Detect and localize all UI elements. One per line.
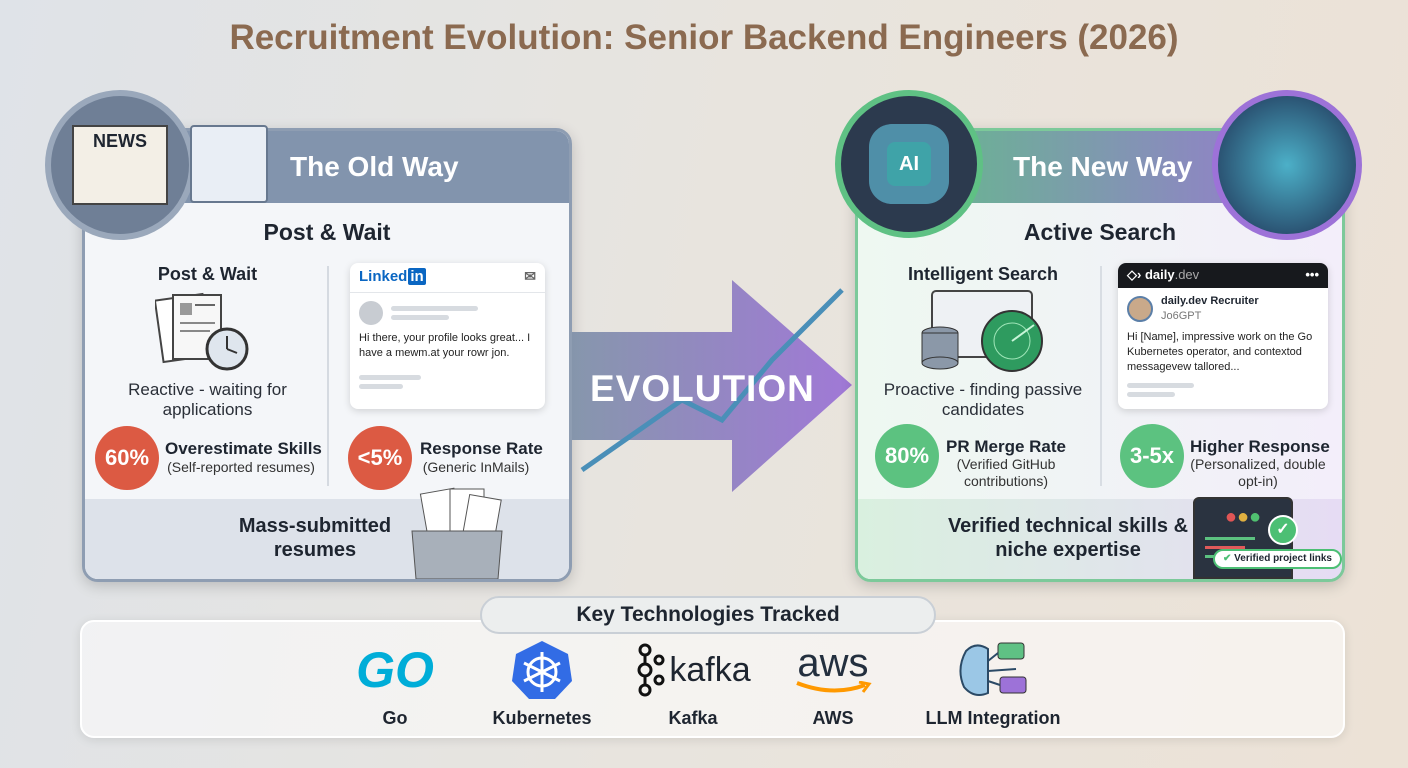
browser-window-icon xyxy=(190,125,268,203)
more-menu-icon[interactable]: ••• xyxy=(1305,267,1319,282)
ai-chip-icon: AI xyxy=(887,142,931,186)
dailydev-message-text: Hi [Name], impressive work on the Go Kub… xyxy=(1127,331,1313,373)
search-radar-icon xyxy=(921,290,1043,372)
old-left-caption: Reactive - waiting for applications xyxy=(128,380,287,419)
newspaper-icon: NEWS xyxy=(72,125,168,205)
ai-brain-icon-circle: AI xyxy=(835,90,983,238)
old-way-subtitle: Post & Wait xyxy=(263,219,391,245)
tech-llm-integration: LLM Integration xyxy=(903,640,1083,729)
dailydev-brand-suffix: .dev xyxy=(1174,267,1200,282)
divider xyxy=(1100,266,1102,486)
new-left-caption: Proactive - finding passive candidates xyxy=(883,380,1083,419)
resume-pile-icon xyxy=(411,487,503,579)
evolution-arrow xyxy=(572,280,852,492)
page-title: Recruitment Evolution: Senior Backend En… xyxy=(229,18,1179,57)
verified-check-icon: ✓ xyxy=(1268,515,1298,545)
recruiter-name: daily.dev Recruiter xyxy=(1161,295,1259,307)
globe-network-icon xyxy=(1212,90,1362,240)
tech-kubernetes: Kubernetes xyxy=(462,640,622,729)
stat-title: Response Rate xyxy=(420,439,543,458)
resume-clock-icon xyxy=(155,292,249,371)
new-left-heading: Intelligent Search xyxy=(907,264,1059,284)
tech-label: Go xyxy=(382,708,408,728)
new-footer-text: Verified technical skills & niche expert… xyxy=(947,515,1189,561)
tech-label: LLM Integration xyxy=(925,708,1061,728)
linkedin-in-logo: in xyxy=(408,268,426,285)
brain-chat-icon xyxy=(903,640,1083,700)
dailydev-logo-icon: ◇› xyxy=(1127,267,1142,282)
mail-icon[interactable]: ✉ xyxy=(524,268,536,284)
news-icon-circle: NEWS xyxy=(45,90,195,240)
recruiter-subtitle: Jo6GPT xyxy=(1161,310,1202,322)
dailydev-brand: daily xyxy=(1144,267,1175,282)
stat-badge: 3-5x xyxy=(1120,424,1184,488)
old-left-heading: Post & Wait xyxy=(157,264,258,284)
tech-go: GO Go xyxy=(315,640,475,729)
stat-badge: <5% xyxy=(348,426,412,490)
stat-title: Overestimate Skills xyxy=(165,439,322,458)
new-way-subtitle: Active Search xyxy=(1023,219,1177,245)
aws-logo-icon: aws xyxy=(753,640,913,700)
stat-detail: (Self-reported resumes) xyxy=(167,459,315,475)
stat-detail: (Generic InMails) xyxy=(422,459,530,475)
technologies-heading: Key Technologies Tracked xyxy=(480,596,936,634)
tech-aws: aws AWS xyxy=(753,640,913,729)
stat-detail: (Personalized, double opt-in) xyxy=(1190,456,1326,489)
tech-kafka: kafka Kafka xyxy=(613,640,773,729)
old-way-footer: Mass-submitted resumes xyxy=(85,487,569,579)
avatar xyxy=(359,301,383,325)
linkedin-logo: Linked xyxy=(359,268,408,285)
old-footer-text: Mass-submitted resumes xyxy=(238,515,392,561)
verified-project-links-badge: ✔ Verified project links xyxy=(1213,549,1342,569)
tech-label: AWS xyxy=(812,708,854,728)
stat-title: PR Merge Rate xyxy=(946,437,1066,456)
tech-label: Kafka xyxy=(668,708,718,728)
stat-badge: 80% xyxy=(875,424,939,488)
linkedin-message-text: Hi there, your profile looks great... I … xyxy=(359,332,531,359)
go-logo-icon: GO xyxy=(356,642,434,698)
technologies-panel xyxy=(80,620,1345,738)
divider xyxy=(327,266,329,486)
stat-badge: 60% xyxy=(95,426,159,490)
stat-detail: (Verified GitHub contributions) xyxy=(956,456,1056,489)
evolution-label: EVOLUTION xyxy=(590,368,815,409)
verified-label: Verified project links xyxy=(1234,553,1332,564)
stat-title: Higher Response xyxy=(1190,437,1330,456)
recruiter-avatar xyxy=(1127,296,1153,322)
kubernetes-helm-icon xyxy=(462,640,622,700)
new-way-footer: Verified technical skills & niche expert… xyxy=(858,497,1342,579)
tech-label: Kubernetes xyxy=(492,708,592,728)
kafka-logo-icon: kafka xyxy=(613,640,773,700)
check-icon: ✔ xyxy=(1223,553,1235,564)
growth-line-icon xyxy=(580,288,844,473)
